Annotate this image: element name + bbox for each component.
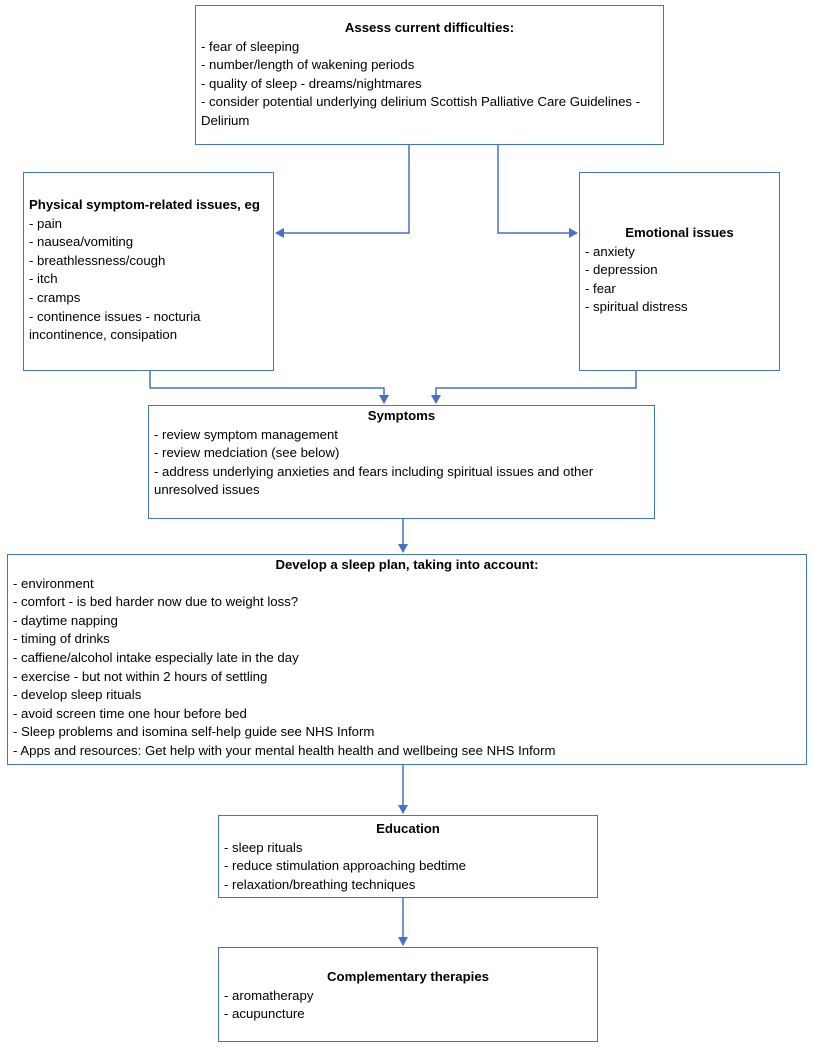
list-item: - nausea/vomiting	[29, 234, 134, 250]
emotional-issues-box: Emotional issues - anxiety - depression …	[579, 172, 780, 371]
list-item: - fear of sleeping	[201, 38, 300, 54]
education-title: Education	[376, 821, 440, 836]
list-item: - comfort - is bed harder now due to wei…	[13, 594, 299, 610]
list-item: - cramps	[29, 289, 81, 305]
list-item: - avoid screen time one hour before bed	[13, 705, 247, 721]
sleep-plan-title: Develop a sleep plan, taking into accoun…	[275, 557, 539, 572]
list-item: - caffiene/alcohol intake especially lat…	[13, 649, 299, 665]
list-item: - aromatherapy	[224, 987, 314, 1003]
physical-list: - pain - nausea/vomiting - breathlessnes…	[29, 215, 268, 345]
list-item: - sleep rituals	[224, 839, 303, 855]
list-item: - exercise - but not within 2 hours of s…	[13, 668, 268, 684]
list-item: - develop sleep rituals	[13, 687, 142, 703]
physical-title: Physical symptom-related issues, eg	[29, 197, 260, 212]
arrow-assess-to-emotional	[497, 145, 578, 238]
arrow-assess-to-physical	[275, 145, 410, 238]
assess-list: - fear of sleeping - number/length of wa…	[201, 38, 658, 131]
list-item: - breathlessness/cough	[29, 252, 166, 268]
list-item: - Sleep problems and isomina self-help g…	[13, 724, 375, 740]
list-item: - relaxation/breathing techniques	[224, 876, 416, 892]
list-item: - daytime napping	[13, 612, 118, 628]
list-item: - review symptom management	[154, 426, 338, 442]
list-item: - number/length of wakening periods	[201, 57, 415, 73]
education-list: - sleep rituals - reduce stimulation app…	[224, 839, 592, 895]
list-item: - pain	[29, 215, 62, 231]
list-item: - timing of drinks	[13, 631, 110, 647]
assess-title: Assess current difficulties:	[344, 20, 515, 35]
sleep-plan-list: - environment - comfort - is bed harder …	[13, 575, 801, 761]
list-item: - consider potential underlying delirium…	[201, 94, 641, 128]
emotional-list: - anxiety - depression - fear - spiritua…	[585, 243, 774, 317]
list-item: - environment	[13, 575, 94, 591]
assess-difficulties-box: Assess current difficulties: - fear of s…	[195, 5, 664, 145]
therapies-list: - aromatherapy - acupuncture	[224, 987, 592, 1024]
list-item: - acupuncture	[224, 1006, 305, 1022]
emotional-title: Emotional issues	[625, 225, 734, 240]
list-item: - anxiety	[585, 243, 635, 259]
physical-issues-box: Physical symptom-related issues, eg - pa…	[23, 172, 274, 371]
list-item: - Apps and resources: Get help with your…	[13, 742, 556, 758]
arrow-physical-to-symptoms	[149, 371, 389, 404]
list-item: - address underlying anxieties and fears…	[154, 463, 594, 498]
symptoms-title: Symptoms	[367, 408, 436, 423]
list-item: - fear	[585, 280, 616, 296]
list-item: - reduce stimulation approaching bedtime	[224, 858, 466, 874]
list-item: - continence issues - nocturia incontine…	[29, 308, 201, 343]
list-item: - depression	[585, 262, 658, 278]
therapies-title: Complementary therapies	[327, 969, 489, 984]
list-item: - quality of sleep - dreams/nightmares	[201, 75, 422, 91]
list-item: - spiritual distress	[585, 299, 688, 315]
symptoms-list: - review symptom management - review med…	[154, 426, 649, 500]
complementary-therapies-box: Complementary therapies - aromatherapy -…	[218, 947, 598, 1042]
education-box: Education - sleep rituals - reduce stimu…	[218, 815, 598, 898]
arrow-emotional-to-symptoms	[431, 371, 637, 404]
list-item: - review medciation (see below)	[154, 445, 340, 461]
list-item: - itch	[29, 271, 58, 287]
sleep-plan-box: Develop a sleep plan, taking into accoun…	[7, 554, 807, 765]
symptoms-box: Symptoms - review symptom management - r…	[148, 405, 655, 519]
